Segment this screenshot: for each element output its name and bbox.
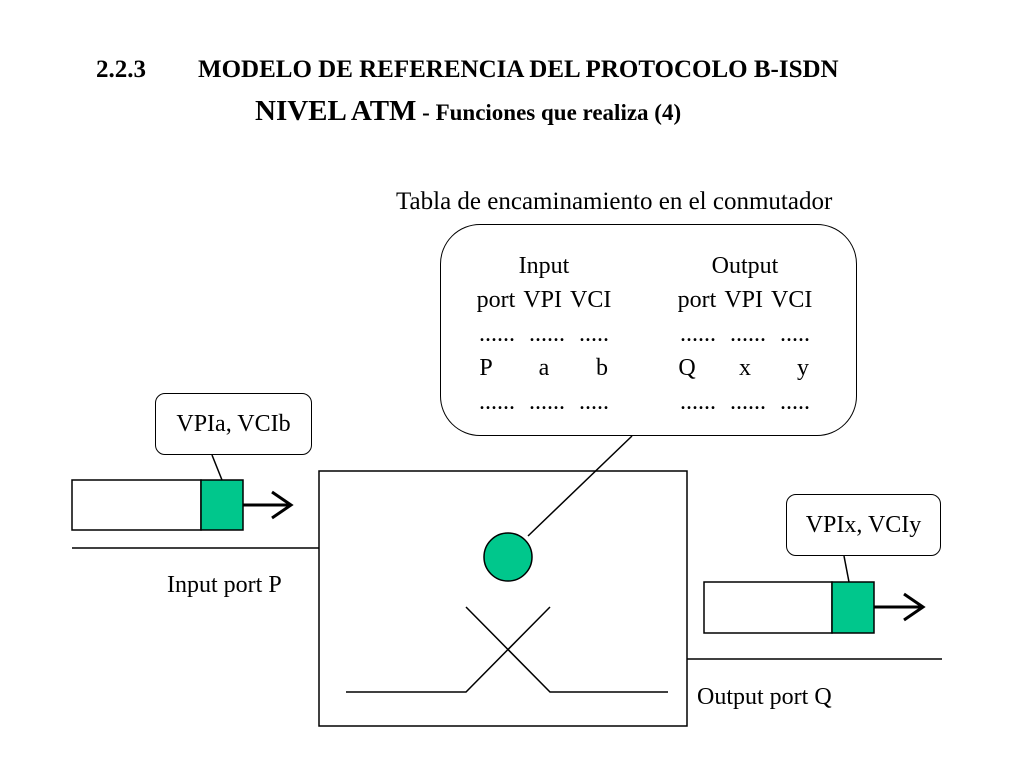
- input-cell-header: [200, 479, 244, 531]
- input-cell-label: VPIa, VCIb: [155, 393, 312, 455]
- title-text: MODELO DE REFERENCIA DEL PROTOCOLO B-ISD…: [198, 56, 839, 83]
- dots: ......: [479, 389, 515, 415]
- output-port-label: Output port Q: [697, 684, 832, 710]
- fabric-line-a: [346, 606, 551, 693]
- output-dots-row-1: ...... ...... .....: [650, 317, 840, 351]
- input-arrow-head: [271, 490, 294, 520]
- input-port-label: Input port P: [167, 572, 282, 598]
- fabric-line-b: [465, 606, 668, 693]
- dots: .....: [579, 321, 609, 347]
- routing-table-node: [483, 532, 533, 582]
- dots: ......: [680, 321, 716, 347]
- output-arrow-head: [903, 592, 926, 622]
- input-col-vci: VCI: [570, 287, 612, 313]
- slide-subtitle: NIVEL ATM - Funciones que realiza (4): [255, 95, 681, 128]
- dots: .....: [780, 389, 810, 415]
- output-columns: Output port VPI VCI ...... ...... ..... …: [650, 249, 840, 419]
- output-tag-pointer: [843, 555, 850, 583]
- output-col-vci: VCI: [771, 287, 813, 313]
- dots: ......: [730, 389, 766, 415]
- dots: .....: [780, 321, 810, 347]
- input-columns: Input port VPI VCI ...... ...... ..... P…: [449, 249, 639, 419]
- output-col-port: port: [677, 287, 717, 313]
- input-value-vci: b: [596, 355, 608, 381]
- input-value-vpi: a: [538, 355, 550, 381]
- input-value-port: P: [479, 355, 493, 381]
- output-cell-header: [831, 581, 875, 634]
- output-value-vpi: x: [739, 355, 751, 381]
- input-heading: Input: [518, 253, 570, 279]
- input-dots-row-2: ...... ...... .....: [449, 385, 639, 419]
- input-values-row: P a b: [449, 351, 639, 385]
- input-dots-row-1: ...... ...... .....: [449, 317, 639, 351]
- output-values-row: Q x y: [650, 351, 840, 385]
- output-col-headers: port VPI VCI: [650, 283, 840, 317]
- switch-box: [318, 470, 688, 727]
- bubble-pointer-line: [527, 435, 633, 537]
- output-value-port: Q: [678, 355, 696, 381]
- input-tag-pointer: [211, 454, 223, 481]
- slide-title: 2.2.3 MODELO DE REFERENCIA DEL PROTOCOLO …: [96, 56, 839, 84]
- output-cell-label: VPIx, VCIy: [786, 494, 941, 556]
- subtitle-rest: - Funciones que realiza (4): [416, 100, 682, 125]
- dots: ......: [529, 389, 565, 415]
- output-value-vci: y: [797, 355, 809, 381]
- routing-table-caption: Tabla de encaminamiento en el conmutador: [396, 188, 833, 215]
- dots: ......: [479, 321, 515, 347]
- dots: ......: [680, 389, 716, 415]
- dots: ......: [730, 321, 766, 347]
- input-col-vpi: VPI: [523, 287, 562, 313]
- section-number: 2.2.3: [96, 56, 146, 83]
- dots: ......: [529, 321, 565, 347]
- output-cell-payload: [703, 581, 833, 634]
- output-col-vpi: VPI: [724, 287, 763, 313]
- input-cell-payload: [71, 479, 202, 531]
- input-col-port: port: [476, 287, 516, 313]
- output-dots-row-2: ...... ...... .....: [650, 385, 840, 419]
- dots: .....: [579, 389, 609, 415]
- routing-table: Input port VPI VCI ...... ...... ..... P…: [440, 224, 857, 436]
- subtitle-main: NIVEL ATM: [255, 95, 417, 127]
- input-col-headers: port VPI VCI: [449, 283, 639, 317]
- output-heading: Output: [711, 253, 779, 279]
